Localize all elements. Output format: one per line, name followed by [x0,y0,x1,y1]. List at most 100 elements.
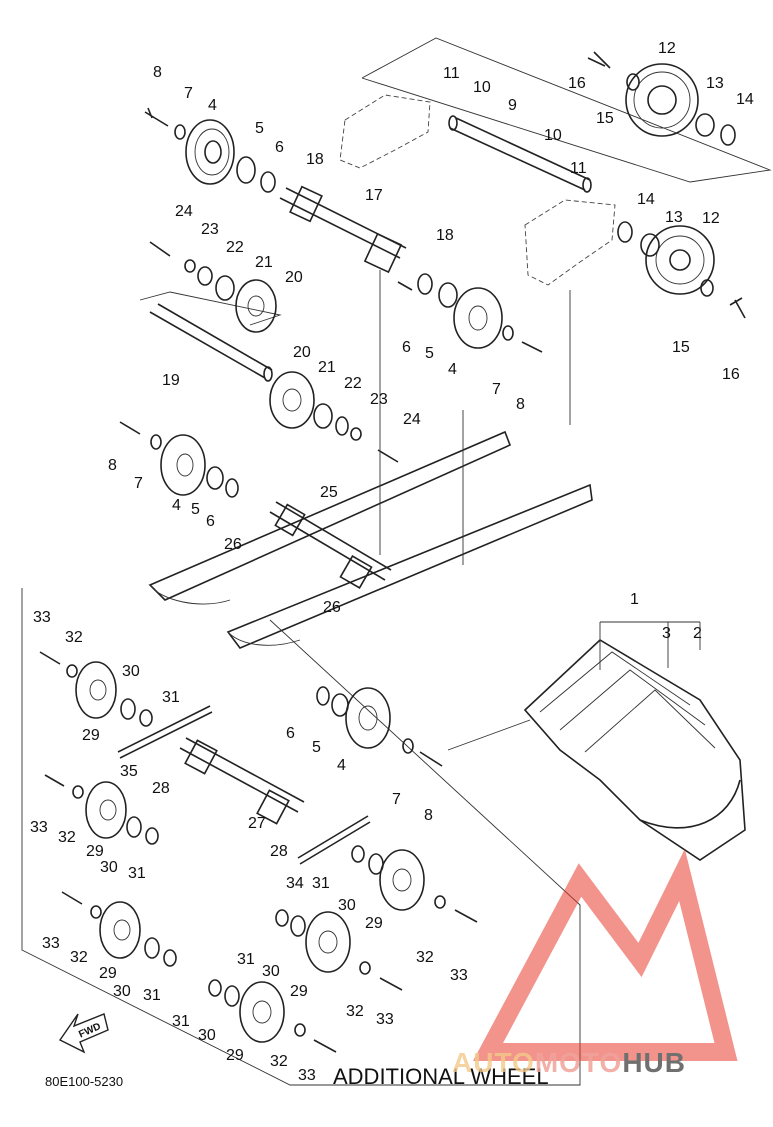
collar-14-lower [617,221,633,243]
bearing-13-lower [640,233,660,257]
callout: 23 [370,391,388,408]
callout: 33 [298,1067,316,1084]
wheel-4-left [160,434,206,496]
bearing-21-upper [215,275,235,301]
watermark-triangle [472,848,738,1061]
wheel-4-upper [185,119,235,185]
callout: 19 [162,372,180,389]
rod-35 [117,705,213,759]
washer-23-lower [350,427,362,441]
callout: 7 [492,381,501,398]
callout: 30 [262,963,280,980]
wheel-20-upper [235,279,277,333]
bolt-24-upper [149,241,171,257]
callout: 4 [172,497,181,514]
collar-14-top [720,124,736,146]
wheel-12-lower [645,225,715,295]
additional-wheel-caption: ADDITIONAL WHEEL [333,1064,549,1089]
bearing-5-mid [438,282,458,308]
callout: 32 [416,949,434,966]
bearing-21-lower [313,403,333,429]
shaft-19 [139,291,282,382]
callout: 21 [318,359,336,376]
callout: 29 [86,843,104,860]
collar-22-lower [335,416,349,436]
callout: 12 [702,210,720,227]
right-bracket [524,199,616,286]
callout: 31 [128,865,146,882]
callout: 33 [450,967,468,984]
bolt-8-bottom [419,751,443,767]
callout: 29 [290,983,308,1000]
collar-22-upper [197,266,213,286]
bolt-24-lower [377,449,399,463]
left-bracket [339,94,431,169]
callout: 24 [175,203,193,220]
callout: 18 [436,227,454,244]
callout: 6 [286,725,295,742]
callout: 5 [255,120,264,137]
callout: 31 [312,875,330,892]
bolt-8-upper [144,107,169,127]
callout: 34 [286,875,304,892]
callout: 9 [508,97,517,114]
callout: 11 [443,65,460,82]
callout: 18 [306,151,324,168]
collar-6-bottom [316,686,330,706]
wheel-20-lower [269,371,315,429]
callout: 32 [346,1003,364,1020]
callout: 22 [344,375,362,392]
callout: 7 [134,475,143,492]
callout: 24 [403,411,421,428]
callout: 30 [198,1027,216,1044]
washer-15-lower [700,279,714,297]
bolt-16-lower [729,297,746,319]
watermark-auto: AUTO [452,1047,535,1078]
callout: 20 [285,269,303,286]
callout: 31 [162,689,180,706]
callout: 31 [237,951,255,968]
axle-25 [269,501,392,589]
callout: 10 [473,79,491,96]
callout: 15 [596,110,614,127]
watermark-moto: MOTO [535,1047,622,1078]
diagram-code: 80E100-5230 [45,1074,123,1089]
callout: 25 [320,484,338,501]
callout: 33 [30,819,48,836]
wheel-4-bottom [345,687,391,749]
washer-23-upper [184,259,196,273]
callout: 32 [270,1053,288,1070]
pivot-shaft-9 [448,115,592,193]
callout-labels: 1 2 3 4 5 6 7 8 9 10 11 12 13 14 15 16 1… [30,40,754,1084]
callout: 14 [736,91,754,108]
callout: 1 [630,591,639,608]
collar-6-mid [417,273,433,295]
slide-rails [148,430,593,649]
callout: 33 [376,1011,394,1028]
callout: 4 [448,361,457,378]
bolt-16-top [587,51,611,69]
callout: 20 [293,344,311,361]
callout: 17 [365,187,383,204]
callout: 5 [191,501,200,518]
callout: 13 [665,209,683,226]
bearing-13-top [695,113,715,137]
bearing-5-upper [236,156,256,184]
callout: 6 [402,339,411,356]
additional-wheel-frame [21,588,581,1086]
callout: 8 [424,807,433,824]
callout: 26 [323,599,341,616]
callout: 13 [706,75,724,92]
callout: 29 [365,915,383,932]
callout: 32 [65,629,83,646]
callout: 23 [201,221,219,238]
forward-arrow-icon: FWD [58,1013,109,1054]
watermark-text: AUTOMOTOHUB [452,1047,686,1078]
callout: 33 [42,935,60,952]
callout: 28 [270,843,288,860]
callout: 29 [99,965,117,982]
callout: 21 [255,254,273,271]
bolt-8-mid [521,341,543,353]
upper-assembly-outline [361,37,772,183]
